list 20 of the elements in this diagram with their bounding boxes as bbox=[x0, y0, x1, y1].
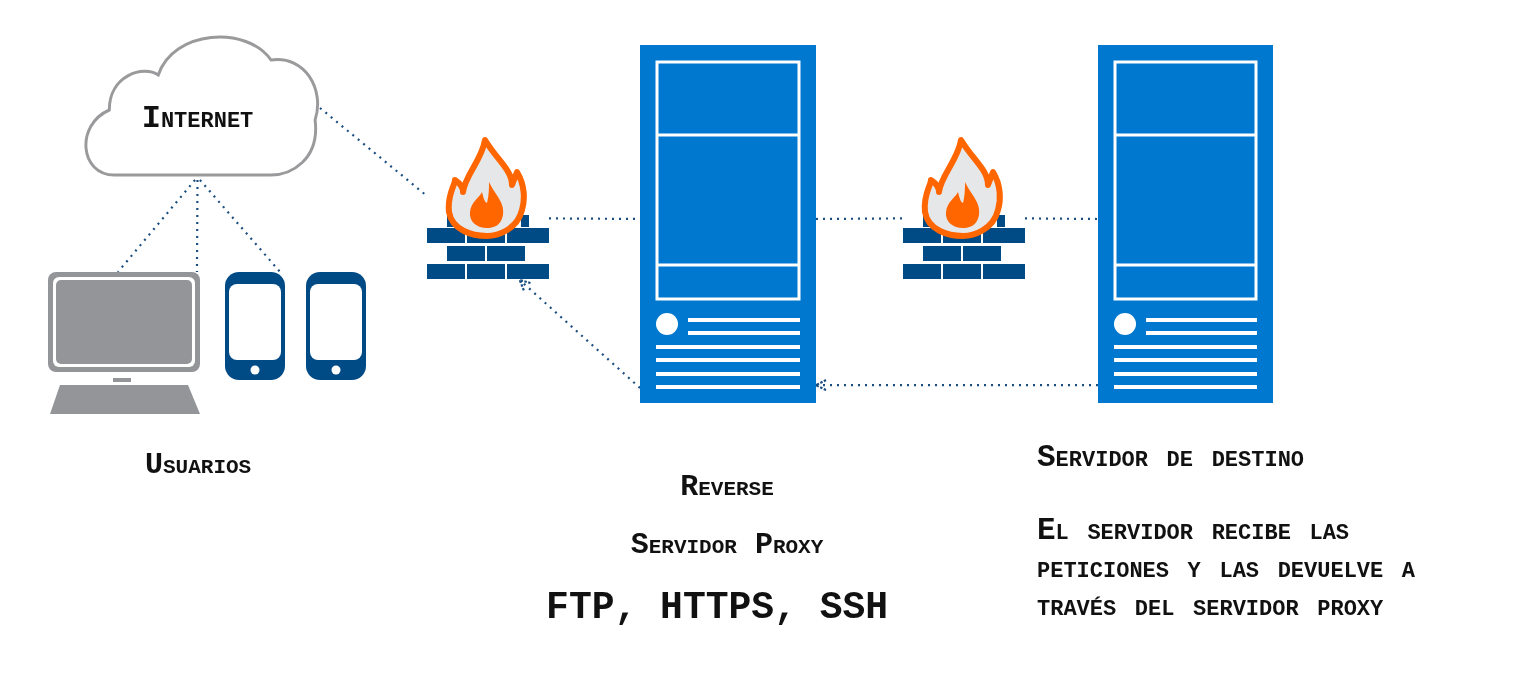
dotted-connector bbox=[1025, 217, 1098, 221]
dotted-connector bbox=[195, 180, 199, 272]
dotted-arrow bbox=[518, 278, 641, 389]
dotted-connector bbox=[117, 179, 196, 273]
node-caption: Servidor de destino bbox=[1037, 440, 1305, 475]
dotted-connector bbox=[816, 217, 903, 221]
laptop-icon bbox=[48, 272, 200, 414]
node-caption: Reverse bbox=[680, 470, 774, 504]
node-caption: FTP, HTTPS, SSH bbox=[546, 586, 889, 629]
firewall-icon bbox=[427, 140, 549, 280]
server-icon bbox=[640, 45, 816, 403]
node-caption: Servidor Proxy bbox=[630, 528, 824, 562]
firewall-icon bbox=[903, 140, 1025, 280]
cloud-label: Internet bbox=[141, 99, 254, 137]
smartphone-icon bbox=[225, 272, 285, 380]
description-text: El servidor recibe las peticiones y las devuelve a través del servidor proxy bbox=[1037, 512, 1417, 626]
group-label: Usuarios bbox=[145, 448, 252, 482]
dotted-connector bbox=[199, 179, 282, 273]
server-icon bbox=[1098, 45, 1273, 403]
smartphone-icon bbox=[306, 272, 366, 380]
